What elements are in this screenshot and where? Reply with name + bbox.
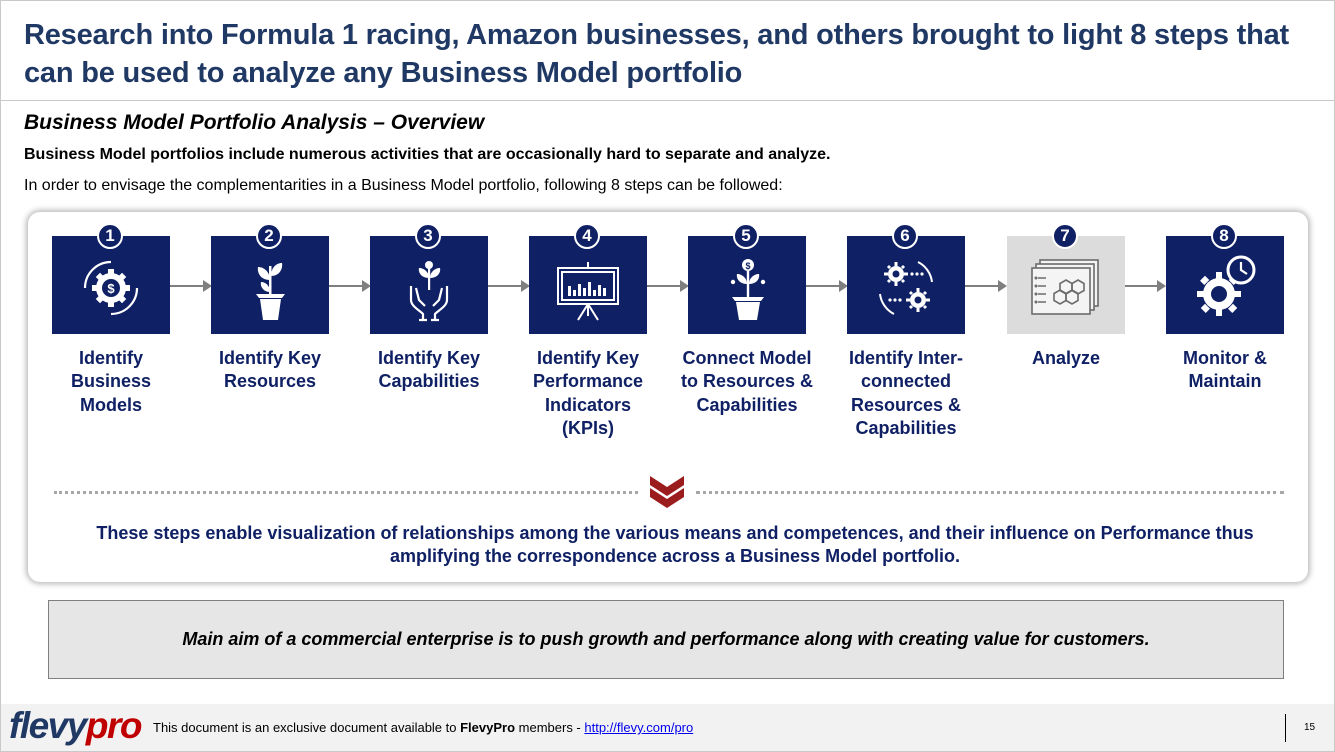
- step-1-box: $ 1: [52, 223, 170, 334]
- gear-dollar-icon: $: [83, 260, 139, 316]
- potted-plant-icon: [256, 263, 285, 320]
- footer-separator: [1285, 714, 1286, 742]
- connected-gears-icon: [879, 261, 933, 315]
- step-3-number: 3: [415, 223, 441, 249]
- title-divider: [0, 100, 1335, 101]
- step-arrow: [329, 280, 371, 292]
- step-1: $ 1 Identify Business Models: [52, 223, 170, 415]
- step-5: $ 5 Connect Model to Resources & Capabil…: [681, 223, 813, 415]
- footer-text-before: This document is an exclusive document a…: [153, 720, 461, 735]
- step-7-number: 7: [1052, 223, 1078, 249]
- step-8-box: 8: [1166, 223, 1284, 334]
- step-4: 4 Identify Key Performance Indicators (K…: [529, 223, 647, 438]
- step-6-box: 6: [847, 223, 965, 334]
- step-7: 7 Analyze: [1007, 223, 1125, 368]
- svg-text:$: $: [107, 281, 115, 296]
- flevypro-logo: flevypro: [9, 704, 143, 748]
- step-5-label: Connect Model to Resources & Capabilitie…: [680, 348, 814, 415]
- dotted-divider-right: [696, 491, 1284, 494]
- step-6: 6 Identify Inter-connected Resources & C…: [847, 223, 965, 438]
- presentation-chart-icon: [557, 262, 619, 321]
- step-arrow: [806, 280, 848, 292]
- step-arrow: [1124, 280, 1166, 292]
- step-7-label: Analyze: [1031, 348, 1101, 368]
- step-1-number: 1: [97, 223, 123, 249]
- step-arrow: [647, 280, 689, 292]
- step-7-box: 7: [1007, 223, 1125, 334]
- logo-part-pro: pro: [85, 705, 143, 746]
- footer-bar: [1, 704, 1334, 751]
- step-5-box: $ 5: [688, 223, 806, 334]
- footer-brand: FlevyPro: [460, 720, 516, 735]
- step-2-box: 2: [211, 223, 329, 334]
- steps-summary: These steps enable visualization of rela…: [96, 523, 1254, 566]
- step-3: 3 Identify Key Capabilities: [370, 223, 488, 391]
- step-arrow: [170, 280, 212, 292]
- page-number: 15: [1304, 722, 1316, 733]
- step-arrow: [488, 280, 530, 292]
- footer-link[interactable]: http://flevy.com/pro: [584, 720, 694, 735]
- step-1-label: Identify Business Models: [70, 348, 152, 415]
- dotted-divider-left: [54, 491, 638, 494]
- footer-note: This document is an exclusive document a…: [153, 720, 693, 735]
- step-3-box: 3: [370, 223, 488, 334]
- money-plant-icon: $: [730, 259, 766, 320]
- slide-title: Research into Formula 1 racing, Amazon b…: [24, 19, 1289, 89]
- step-3-label: Identify Key Capabilities: [377, 348, 481, 392]
- hexagon-diagram-icon: [1031, 259, 1099, 315]
- intro-statement: In order to envisage the complementariti…: [24, 177, 783, 194]
- logo-part-flevy: flevy: [9, 705, 87, 746]
- step-8: 8 Monitor & Maintain: [1166, 223, 1284, 391]
- step-4-number: 4: [574, 223, 600, 249]
- step-6-label: Identify Inter-connected Resources & Cap…: [848, 348, 963, 439]
- step-6-number: 6: [892, 223, 918, 249]
- step-5-number: 5: [733, 223, 759, 249]
- step-8-label: Monitor & Maintain: [1183, 348, 1267, 392]
- step-2-label: Identify Key Resources: [218, 348, 322, 392]
- step-2: 2 Identify Key Resources: [211, 223, 329, 391]
- step-4-box: 4: [529, 223, 647, 334]
- footer-text-middle: members -: [515, 720, 585, 735]
- step-4-label: Identify Key Performance Indicators (KPI…: [532, 348, 644, 439]
- svg-text:$: $: [745, 261, 750, 271]
- chevron-down-icon: [650, 476, 684, 508]
- main-aim-box: Main aim of a commercial enterprise is t…: [48, 600, 1284, 679]
- section-subtitle: Business Model Portfolio Analysis – Over…: [24, 111, 485, 134]
- step-8-number: 8: [1211, 223, 1237, 249]
- step-2-number: 2: [256, 223, 282, 249]
- gear-clock-icon: [1197, 255, 1256, 316]
- main-aim-text: Main aim of a commercial enterprise is t…: [182, 629, 1150, 649]
- step-arrow: [965, 280, 1007, 292]
- lead-statement: Business Model portfolios include numero…: [24, 146, 831, 163]
- hands-plant-icon: [409, 261, 449, 322]
